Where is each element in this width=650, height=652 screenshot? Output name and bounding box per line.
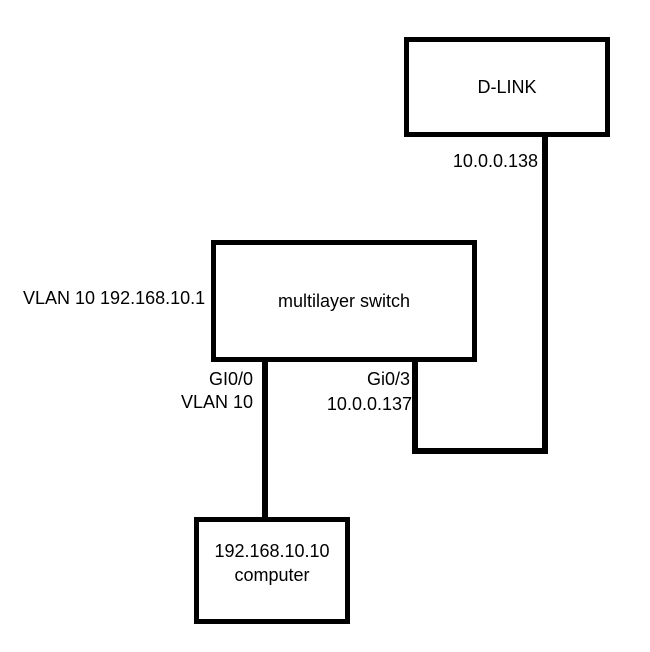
node-computer-ip: 192.168.10.10	[214, 541, 330, 561]
wire-bottom-horizontal	[412, 448, 548, 454]
wire-gi03-vertical	[412, 360, 418, 454]
wire-gi00-vertical	[262, 360, 268, 518]
node-computer: 192.168.10.10 computer	[194, 517, 350, 624]
label-dlink-ip: 10.0.0.138	[452, 151, 538, 171]
label-switch-vlan-ip: VLAN 10 192.168.10.1	[23, 288, 206, 308]
label-port-gi03-ip: 10.0.0.137	[326, 394, 412, 414]
label-port-gi03: Gi0/3	[366, 369, 410, 389]
label-port-gi00-vlan: VLAN 10	[180, 392, 253, 412]
node-switch-label: multilayer switch	[277, 290, 411, 311]
node-computer-text: 192.168.10.10 computer	[214, 539, 329, 587]
node-switch: multilayer switch	[211, 240, 477, 362]
wire-dlink-vertical	[542, 130, 548, 454]
node-computer-label: computer	[234, 565, 310, 585]
label-port-gi00: GI0/0	[208, 369, 253, 389]
node-dlink-label: D-LINK	[477, 76, 537, 97]
node-dlink: D-LINK	[404, 37, 610, 137]
